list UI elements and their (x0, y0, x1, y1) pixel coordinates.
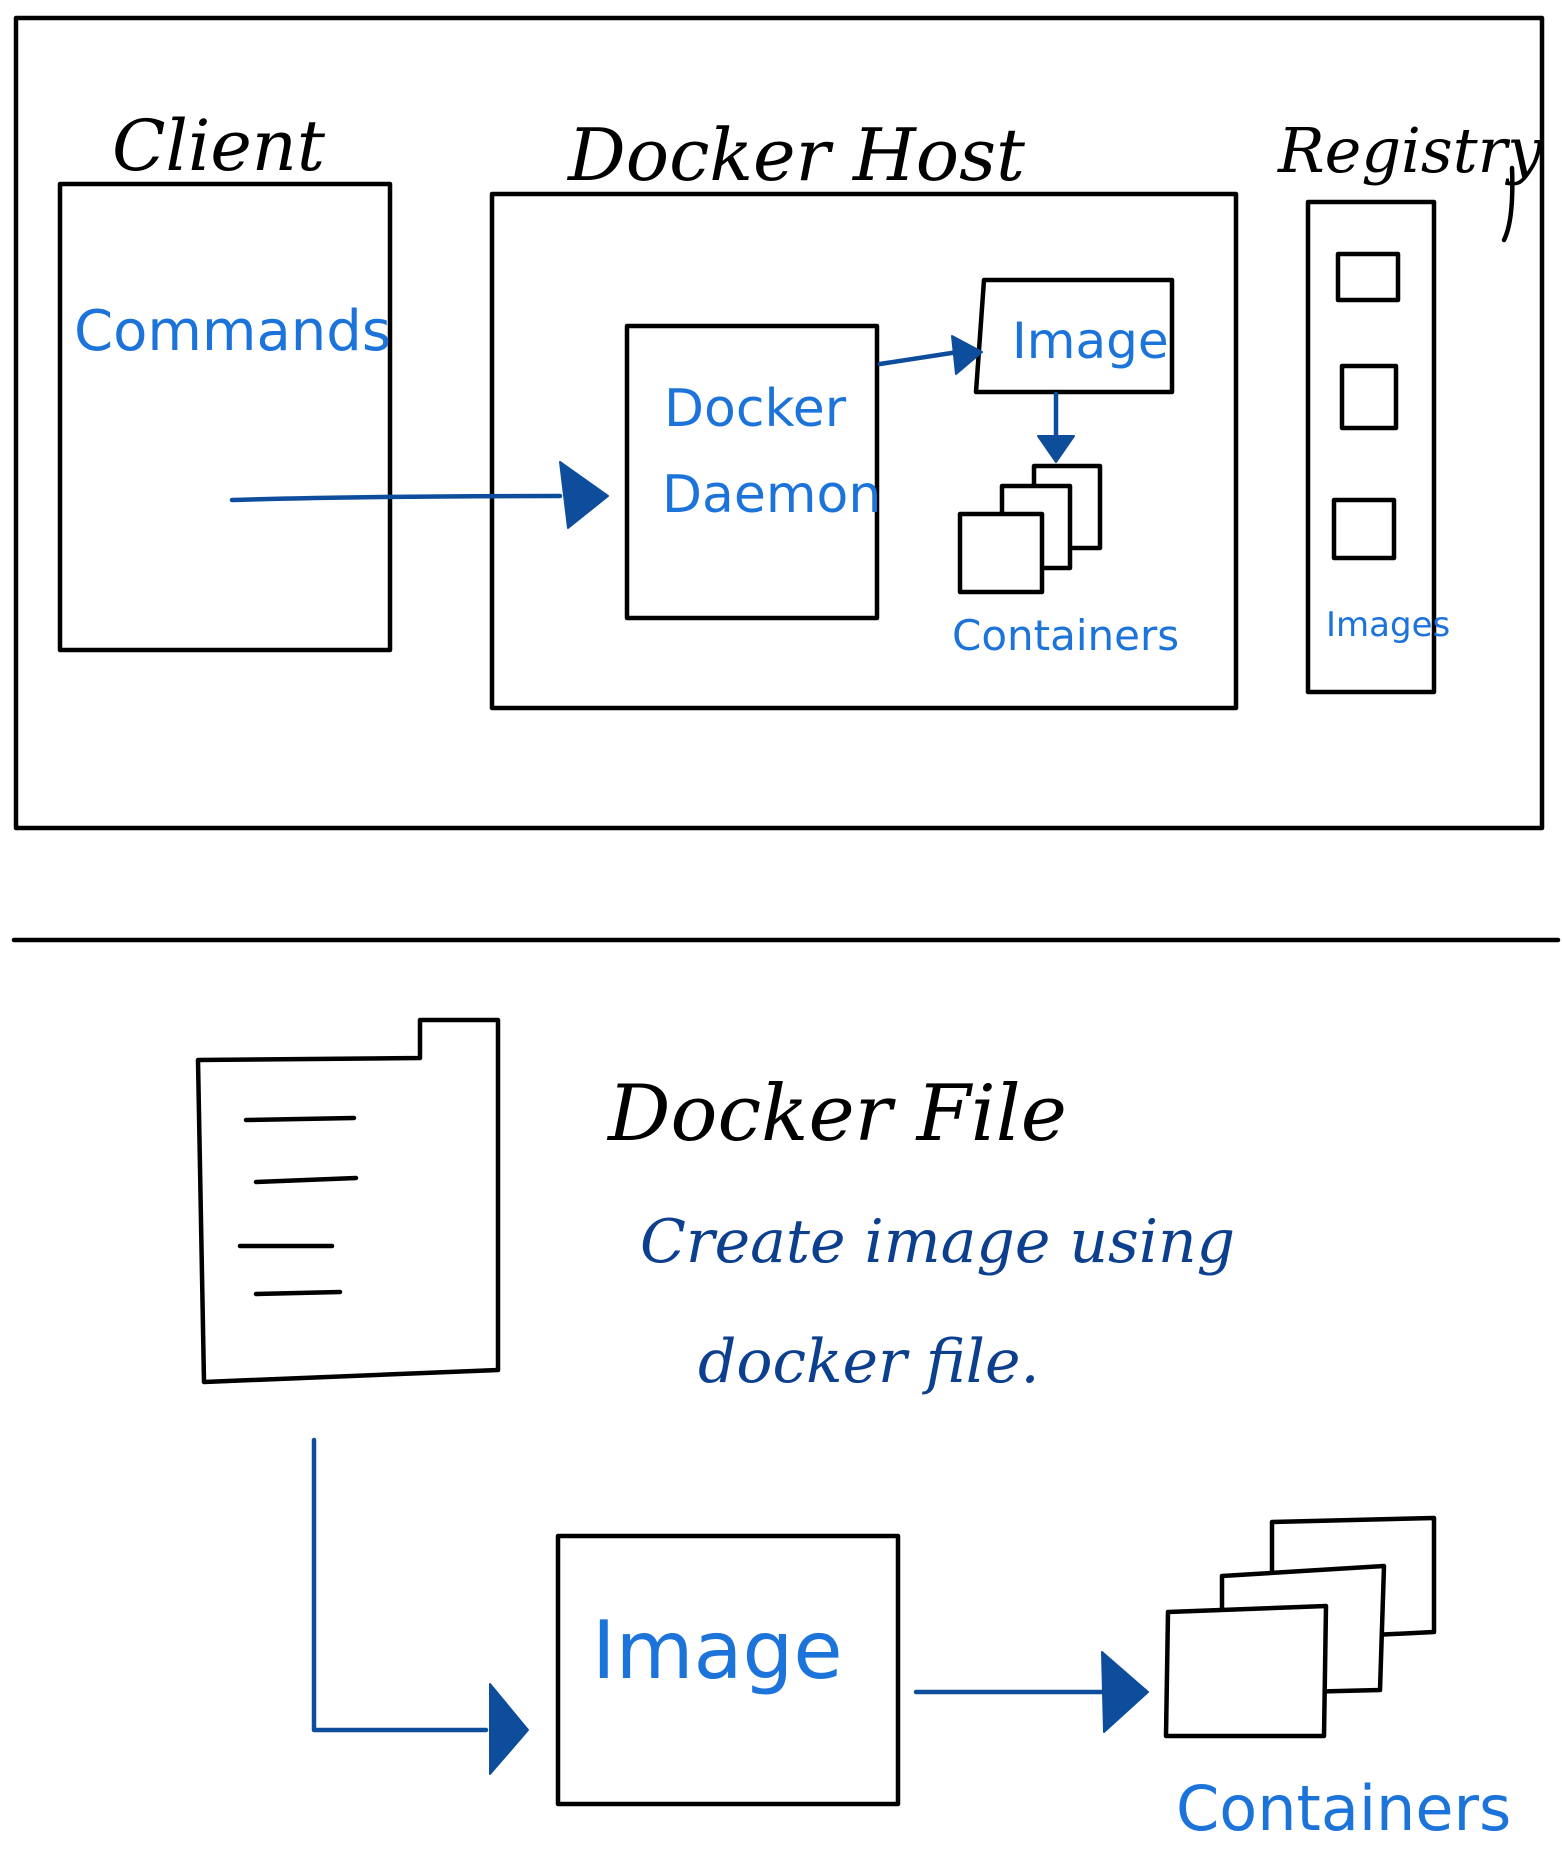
dockerfile-description-line2: docker file. (698, 1327, 1040, 1397)
daemon-to-image-arrow (877, 349, 961, 367)
docker-daemon-box (624, 323, 880, 621)
document-line-1 (243, 1115, 357, 1123)
docker-host-label: Docker Host (566, 113, 1026, 197)
dockerfile-containers-label: Containers (1176, 1772, 1511, 1845)
client-label: Client (112, 105, 326, 187)
host-image-label: Image (1012, 312, 1169, 370)
registry-tail (1501, 165, 1515, 243)
image-to-containers-arrowhead (1037, 435, 1075, 463)
daemon-to-image-arrowhead (951, 335, 983, 375)
architecture-frame (13, 15, 1545, 831)
client-to-daemon-arrowhead (559, 461, 609, 529)
docker-daemon-label-line2: Daemon (662, 465, 881, 525)
commands-label: Commands (74, 299, 391, 364)
dockerfile-image-label: Image (592, 1604, 843, 1697)
host-container-front (957, 511, 1045, 595)
client-to-daemon-arrow (229, 493, 563, 503)
registry-image-slot-3 (1331, 497, 1397, 561)
dockerfile-document-icon (195, 1017, 501, 1385)
document-to-image-arrow (311, 1437, 489, 1733)
image-to-containers-bottom-arrowhead (1101, 1651, 1149, 1733)
client-box (57, 181, 393, 653)
registry-images-label: Images (1326, 605, 1450, 645)
dockerfile-image-box (555, 1533, 901, 1807)
docker-host-box (489, 191, 1239, 711)
dockerfile-description-line1: Create image using (640, 1207, 1235, 1277)
registry-box (1305, 199, 1437, 695)
registry-image-slot-2 (1339, 363, 1399, 431)
document-line-4 (253, 1289, 343, 1297)
registry-label: Registry (1277, 114, 1543, 187)
registry-image-slot-1 (1335, 251, 1401, 303)
dockerfile-title: Docker File (606, 1069, 1067, 1159)
document-line-2 (253, 1175, 359, 1185)
bottom-container-front (1163, 1603, 1329, 1739)
document-to-image-arrowhead (489, 1683, 529, 1775)
host-containers-label: Containers (952, 611, 1179, 660)
docker-daemon-label-line1: Docker (664, 379, 847, 439)
